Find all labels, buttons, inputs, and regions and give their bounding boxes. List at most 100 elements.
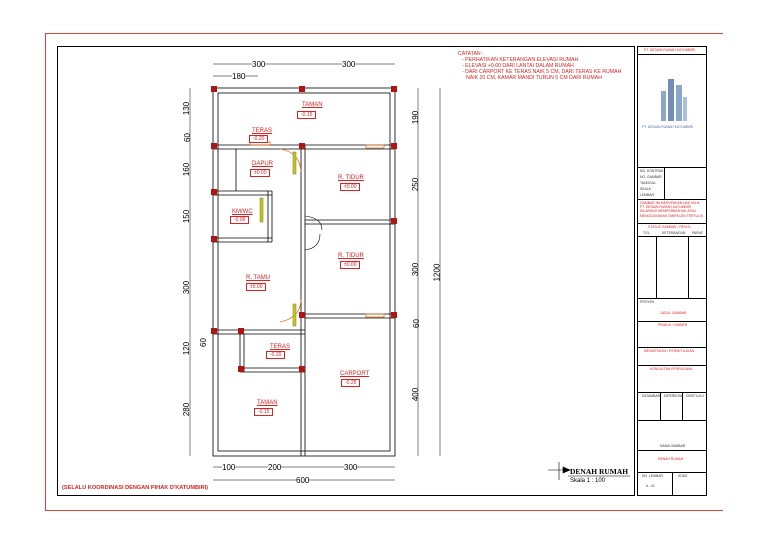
tb-row-divider xyxy=(638,167,706,168)
dim-bottom-c: 300 xyxy=(344,463,358,472)
note-item: NAIK 20 CM, KAMAR MANDI TURUN 5 CM DARI … xyxy=(466,75,602,81)
note-text: DARI CARPORT KE TERAS NAIK 5 CM, DARI TE… xyxy=(465,69,622,75)
dim-left: 120 xyxy=(182,341,192,356)
title-block: PT. DESAIN RUMAH KATUMBIRI PT. DESAIN RU… xyxy=(637,46,707,496)
column xyxy=(391,143,397,149)
column xyxy=(211,143,217,149)
elev-r-tamu: ±0.00 xyxy=(246,283,267,291)
outer-wall-inner xyxy=(217,92,391,452)
tb-drawing-name-label: NAMA GAMBAR xyxy=(660,444,686,448)
elev-r-tidur-1: ±0.00 xyxy=(340,183,361,191)
tb-row-divider xyxy=(638,223,706,224)
dim-right: 190 xyxy=(411,110,421,125)
tb-sheet-no: A - 01 xyxy=(646,484,655,488)
dim-top-a: 300 xyxy=(252,60,266,69)
column xyxy=(211,236,217,242)
dim-right: 250 xyxy=(411,177,421,192)
tb-row-divider xyxy=(638,236,706,237)
room-label-taman-bottom: TAMAN xyxy=(257,400,278,406)
tb-code-label: KODE xyxy=(678,474,688,478)
elev-carport: -0.25 xyxy=(341,379,361,387)
note-item: - ELEVASI +0.00 DARI LANTAI DALAM RUMAH xyxy=(462,63,574,69)
tb-info-row: TANGGAL xyxy=(640,181,656,185)
tb-col-divider xyxy=(682,392,683,420)
tb-signer: DISETUJUI xyxy=(686,394,704,398)
tb-company-top: PT. DESAIN RUMAH KATUMBIRI xyxy=(644,48,695,52)
tb-approval-value: KONSULTAN PERENCANA xyxy=(650,367,693,371)
column xyxy=(211,189,217,195)
dim-left: 130 xyxy=(182,101,192,116)
tb-row-divider xyxy=(638,450,706,451)
tb-revision-title: STATUS GAMBAR / REVISI xyxy=(648,225,691,229)
tb-col-divider xyxy=(672,472,673,495)
tb-info-row: NO. GAMBAR xyxy=(640,175,662,179)
tb-info-row: NO. KONTRAK xyxy=(640,169,664,173)
dim-left: 280 xyxy=(182,402,192,417)
tb-row-divider xyxy=(638,321,706,322)
dim-bottom-a: 100 xyxy=(222,463,236,472)
tb-project-label: PROYEK xyxy=(640,300,655,304)
tb-col-divider xyxy=(660,392,661,420)
door-swing xyxy=(304,233,321,251)
dim-left: 300 xyxy=(182,280,192,295)
tb-revision-col: KETERANGAN xyxy=(662,231,686,235)
elev-km-wc: -0.05 xyxy=(230,216,250,224)
drawing-title: DENAH RUMAH xyxy=(570,467,629,476)
dim-bottom-b: 200 xyxy=(268,463,282,472)
sheet-border-top xyxy=(45,33,723,34)
elev-taman-bottom: -0.15 xyxy=(254,408,274,416)
door-leaf xyxy=(292,303,297,327)
tb-info-row: LEMBAR xyxy=(640,193,654,197)
note-text: NAIK 20 CM, KAMAR MANDI TURUN 5 CM DARI … xyxy=(466,75,602,81)
column xyxy=(299,143,305,149)
tb-revision-col: PARAF xyxy=(692,231,704,235)
footer-note: (SELALU KOORDINASI DENGAN PIHAK D'KATUMB… xyxy=(62,485,209,491)
tb-row-divider xyxy=(638,365,706,366)
dim-right: 60 xyxy=(411,319,421,328)
note-item: - PERHATIKAN KETERANGAN ELEVASI RUMAH xyxy=(462,57,579,63)
tb-project-value: JUDUL GAMBAR xyxy=(660,311,687,315)
tb-row-divider xyxy=(638,347,706,348)
tb-signer: DIPERIKSA xyxy=(664,394,683,398)
note-item: - DARI CARPORT KE TERAS NAIK 5 CM, DARI … xyxy=(462,69,622,75)
room-label-r-tidur-2: R. TIDUR xyxy=(338,253,364,259)
dim-left: 150 xyxy=(182,209,192,224)
door-swing xyxy=(304,215,323,231)
elev-taman-top: -0.15 xyxy=(297,111,317,119)
note-text: ELEVASI +0.00 DARI LANTAI DALAM RUMAH xyxy=(465,63,574,69)
column xyxy=(238,366,244,372)
tb-col-divider xyxy=(656,236,657,298)
door-swing xyxy=(279,299,302,323)
tb-col-divider xyxy=(664,167,665,199)
tb-col-divider xyxy=(688,236,689,298)
column xyxy=(391,312,397,318)
dim-right: 400 xyxy=(411,387,421,402)
room-label-km-wc: KM/WC xyxy=(232,209,253,215)
dim-left: 60 xyxy=(198,338,208,347)
window xyxy=(365,313,385,318)
tb-row-divider xyxy=(638,420,706,421)
tb-row-divider xyxy=(638,298,706,299)
tb-revision-col: TGL xyxy=(643,231,650,235)
elev-teras-bottom: -0.20 xyxy=(266,351,286,359)
tb-row-divider xyxy=(638,54,706,55)
sheet-border-left xyxy=(45,33,46,511)
company-logo-icon xyxy=(661,79,687,121)
sheet-border-bottom xyxy=(45,510,723,511)
dim-top-c: 180 xyxy=(232,72,246,81)
elev-teras-top: -0.20 xyxy=(249,135,269,143)
room-label-carport: CARPORT xyxy=(340,371,370,377)
column xyxy=(299,86,305,92)
dim-right: 300 xyxy=(411,262,421,277)
tb-company-logo-text: PT. DESAIN RUMAH KATUMBIRI xyxy=(642,125,693,129)
tb-signer: DIGAMBAR xyxy=(642,394,661,398)
notes-heading: CATATAN : xyxy=(458,51,484,57)
note-text: PERHATIKAN KETERANGAN ELEVASI RUMAH xyxy=(465,57,579,63)
elev-r-tidur-2: ±0.00 xyxy=(340,261,361,269)
tb-approval-label: MENGETAHUI / PERSETUJUAN xyxy=(644,349,695,353)
tb-owner-label: PEMILIK / OWNER xyxy=(658,323,688,327)
tb-drawing-name-value: DENAH RUMAH xyxy=(658,457,684,461)
column xyxy=(299,366,305,372)
door-leaf xyxy=(259,197,264,223)
